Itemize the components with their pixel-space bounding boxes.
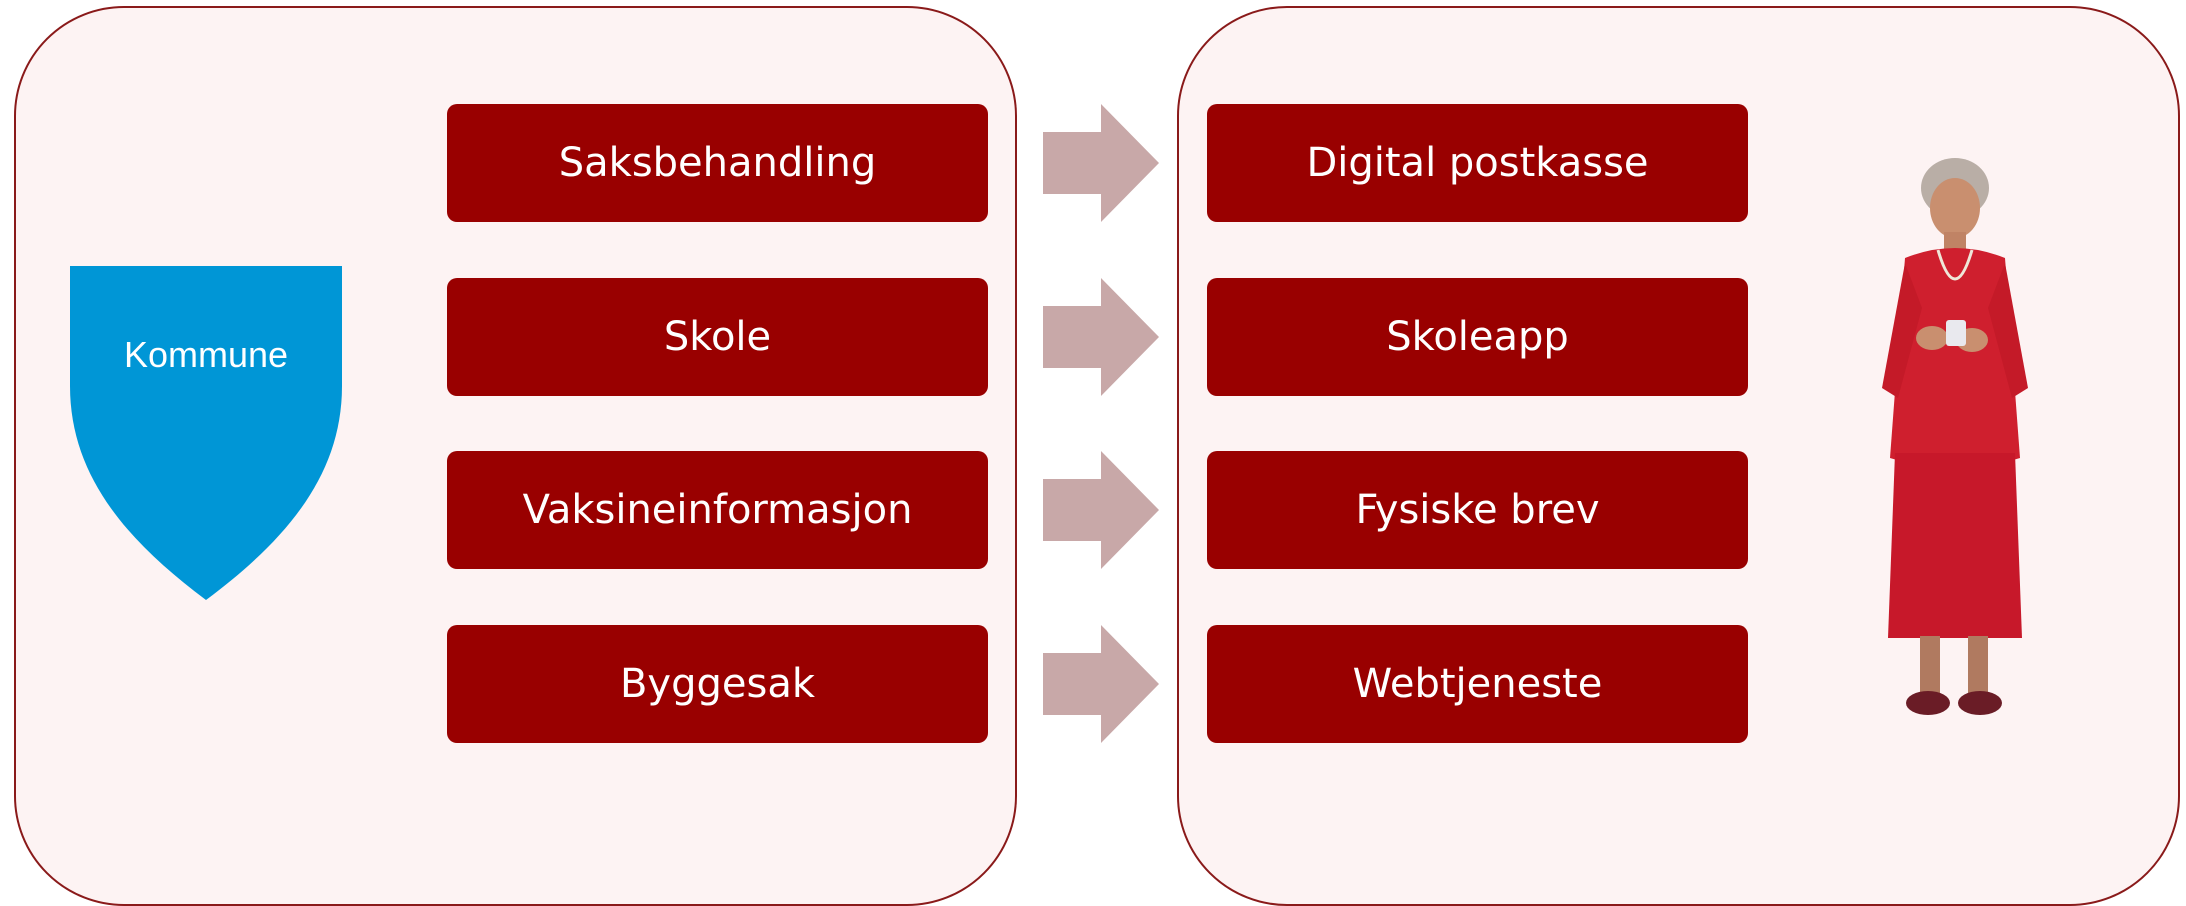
channel-box-skoleapp: Skoleapp: [1207, 278, 1748, 396]
source-box-saksbehandling: Saksbehandling: [447, 104, 988, 222]
right-arrow-icon: [1043, 451, 1159, 569]
channel-box-digital-postkasse: Digital postkasse: [1207, 104, 1748, 222]
source-box-vaksineinformasjon: Vaksineinformasjon: [447, 451, 988, 569]
shield-icon: [70, 266, 342, 600]
right-arrow-icon: [1043, 104, 1159, 222]
right-arrow-icon: [1043, 278, 1159, 396]
right-arrow-icon: [1043, 625, 1159, 743]
channel-box-webtjeneste: Webtjeneste: [1207, 625, 1748, 743]
channel-box-fysiske-brev: Fysiske brev: [1207, 451, 1748, 569]
shield-label: Kommune: [123, 334, 289, 375]
woman-with-phone-illustration: [1882, 158, 2028, 715]
source-box-skole: Skole: [447, 278, 988, 396]
source-box-byggesak: Byggesak: [447, 625, 988, 743]
